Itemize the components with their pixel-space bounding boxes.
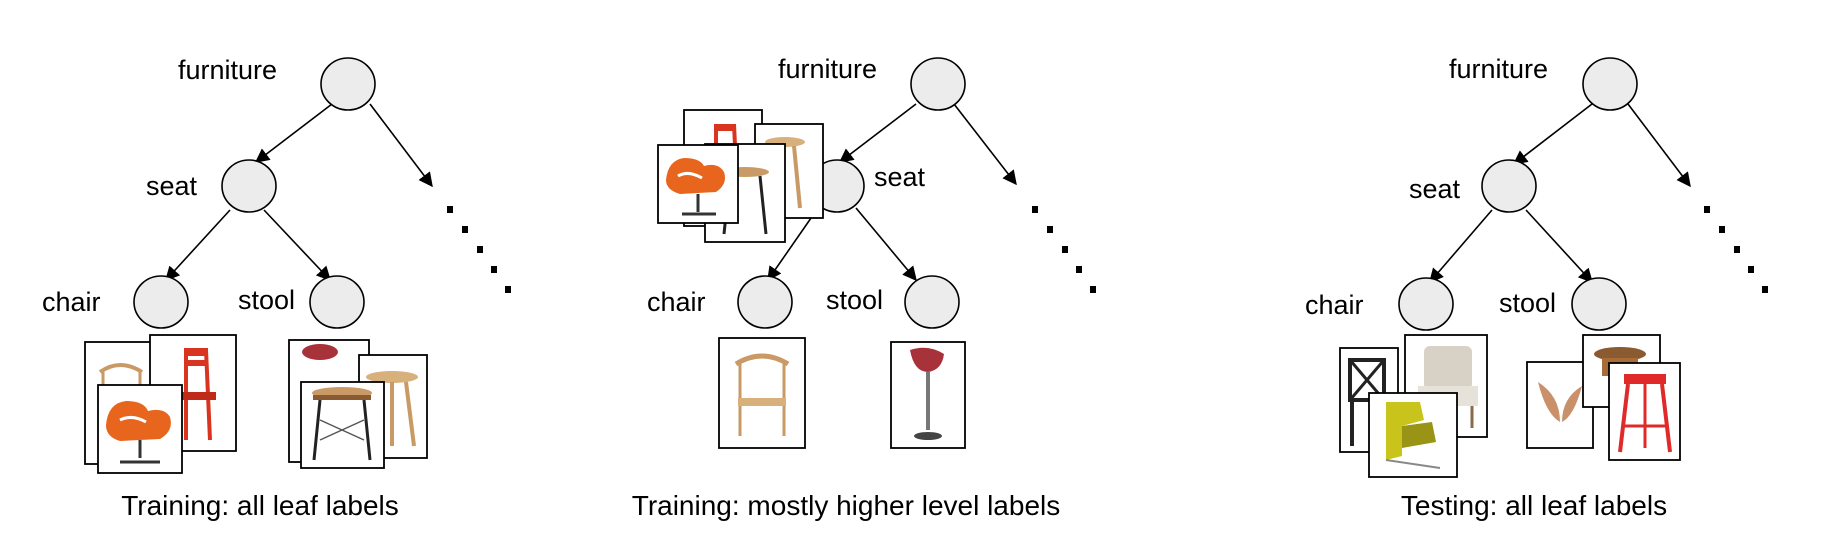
edge-seat-chair bbox=[767, 207, 819, 282]
label-furniture: furniture bbox=[1449, 54, 1548, 84]
node-stool bbox=[904, 275, 960, 329]
edge-seat-stool bbox=[263, 209, 331, 282]
chair-image-yellow-wingback bbox=[1368, 392, 1458, 478]
node-chair bbox=[1398, 277, 1454, 331]
label-chair: chair bbox=[647, 287, 706, 317]
label-seat: seat bbox=[146, 171, 198, 201]
edge-seat-stool bbox=[855, 207, 917, 282]
stool-image-red-tolix bbox=[1608, 362, 1681, 461]
stool-image-stack bbox=[288, 339, 428, 469]
edge-furniture-more bbox=[953, 103, 1017, 186]
node-chair bbox=[133, 275, 189, 329]
chair-image-stack bbox=[1339, 334, 1488, 478]
label-chair: chair bbox=[42, 287, 101, 317]
edge-furniture-seat bbox=[254, 103, 333, 163]
label-seat: seat bbox=[1409, 174, 1461, 204]
label-stool: stool bbox=[826, 285, 883, 315]
panel-training-leaf: furniture seat chair stool bbox=[42, 55, 511, 521]
node-furniture bbox=[910, 57, 966, 111]
node-chair bbox=[737, 275, 793, 329]
label-furniture: furniture bbox=[778, 54, 877, 84]
ellipsis-dots bbox=[1032, 206, 1096, 293]
chair-image-wishbone bbox=[718, 337, 806, 449]
panel-training-higher: furniture seat chair stool bbox=[632, 54, 1096, 521]
caption-panel-1: Training: all leaf labels bbox=[121, 490, 399, 521]
edge-seat-chair bbox=[1429, 209, 1493, 284]
caption-panel-2: Training: mostly higher level labels bbox=[632, 490, 1061, 521]
label-stool: stool bbox=[238, 285, 295, 315]
ellipsis-dots bbox=[447, 206, 511, 293]
edge-seat-stool bbox=[1525, 209, 1593, 284]
label-seat: seat bbox=[874, 162, 926, 192]
edge-furniture-more bbox=[369, 103, 433, 188]
node-furniture bbox=[1582, 57, 1638, 111]
edge-furniture-seat bbox=[1512, 103, 1593, 165]
label-stool: stool bbox=[1499, 288, 1556, 318]
seat-image-egg-swan bbox=[657, 144, 739, 224]
node-stool bbox=[309, 275, 365, 329]
edge-furniture-more bbox=[1627, 103, 1691, 188]
node-seat bbox=[221, 159, 277, 213]
ellipsis-dots bbox=[1704, 206, 1768, 293]
caption-panel-3: Testing: all leaf labels bbox=[1401, 490, 1667, 521]
node-furniture bbox=[320, 57, 376, 111]
chair-image-egg-swan bbox=[97, 384, 183, 474]
edge-seat-chair bbox=[165, 209, 231, 282]
node-seat bbox=[1481, 159, 1537, 213]
stool-image-stack bbox=[1526, 334, 1681, 461]
panel-testing-leaf: furniture seat chair stool bbox=[1305, 54, 1768, 521]
label-chair: chair bbox=[1305, 290, 1364, 320]
label-furniture: furniture bbox=[178, 55, 277, 85]
edge-furniture-seat bbox=[838, 103, 917, 163]
node-stool bbox=[1571, 277, 1627, 331]
stool-image-bar-stool bbox=[890, 341, 966, 449]
stool-image-butterfly bbox=[1526, 361, 1594, 449]
stool-image-eames-stool bbox=[300, 381, 385, 469]
seat-image-stack bbox=[657, 109, 824, 243]
chair-image-red-bentwood bbox=[149, 334, 237, 452]
chair-image-stack bbox=[84, 334, 237, 474]
